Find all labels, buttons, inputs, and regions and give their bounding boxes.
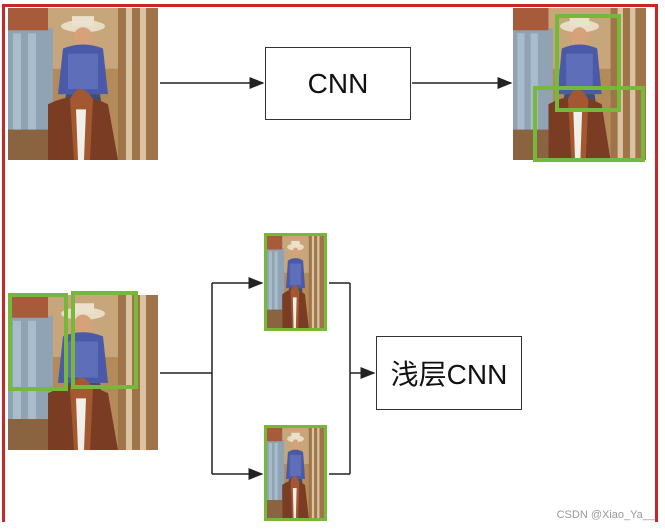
cnn-label: CNN	[307, 67, 369, 99]
detection-box-rider	[555, 14, 621, 112]
diagram-frame	[2, 4, 658, 522]
cnn-box: CNN	[265, 47, 411, 120]
crop-image-bottom	[264, 425, 327, 521]
region-box-left	[8, 293, 68, 391]
watermark: CSDN @Xiao_Ya__	[556, 509, 655, 521]
shallow-cnn-label: 浅层CNN	[390, 359, 508, 390]
crop-image-top	[264, 233, 327, 331]
detection-box-horse	[533, 86, 645, 162]
region-box-right	[71, 291, 138, 389]
shallow-cnn-box: 浅层CNN	[376, 336, 522, 410]
